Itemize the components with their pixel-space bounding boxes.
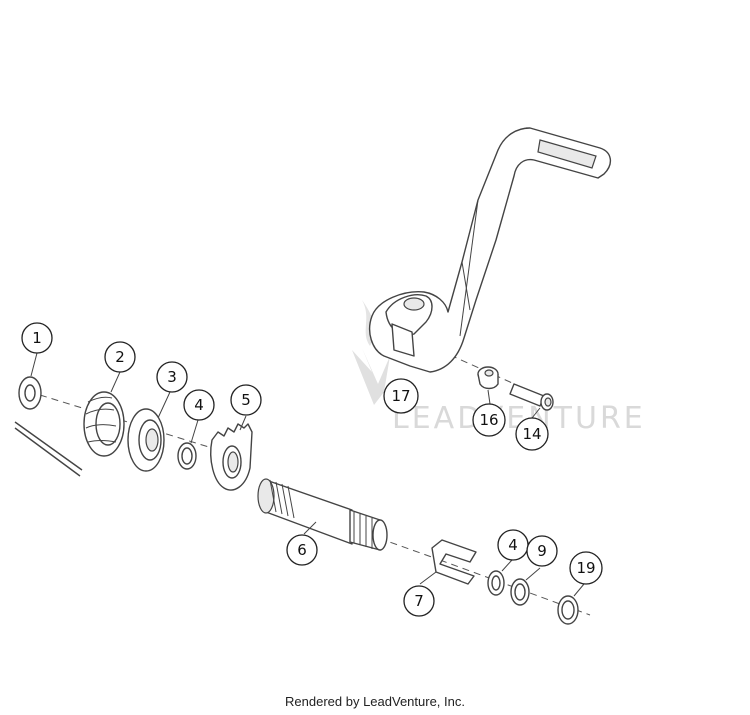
callout-14[interactable]: 14 <box>515 417 549 451</box>
callout-4b-label: 4 <box>508 536 518 554</box>
leader-4a <box>190 419 199 444</box>
callout-4b[interactable]: 4 <box>497 529 529 561</box>
callout-2-label: 2 <box>115 348 125 366</box>
part-washer-1 <box>18 376 42 410</box>
callout-16-label: 16 <box>479 411 498 429</box>
callout-16[interactable]: 16 <box>472 403 506 437</box>
callout-5-label: 5 <box>241 391 251 409</box>
callout-4a[interactable]: 4 <box>183 389 215 421</box>
callout-6-label: 6 <box>297 541 307 559</box>
part-washer-9 <box>510 578 530 606</box>
callout-9-label: 9 <box>537 542 547 560</box>
part-washer-4a <box>177 442 197 470</box>
callout-19[interactable]: 19 <box>569 551 603 585</box>
part-spring-2 <box>14 391 125 477</box>
leader-7 <box>419 571 437 585</box>
leader-4b <box>501 559 513 572</box>
part-bolt-14 <box>509 383 554 411</box>
callout-17[interactable]: 17 <box>383 378 419 414</box>
callout-3-label: 3 <box>167 368 177 386</box>
callout-5[interactable]: 5 <box>230 384 262 416</box>
leader-2 <box>110 371 121 393</box>
part-circlip-19 <box>557 595 579 625</box>
callout-1-label: 1 <box>32 329 42 347</box>
leader-9 <box>525 567 541 581</box>
leader-6 <box>303 521 317 535</box>
leader-3 <box>157 391 171 419</box>
footer-credit: Rendered by LeadVenture, Inc. <box>285 694 465 709</box>
callout-3[interactable]: 3 <box>156 361 188 393</box>
leader-14 <box>531 407 541 419</box>
callout-7-label: 7 <box>414 592 424 610</box>
leader-5 <box>239 415 247 431</box>
part-bracket-7 <box>431 539 477 585</box>
part-bushing-16 <box>477 366 499 390</box>
callout-2[interactable]: 2 <box>104 341 136 373</box>
part-spring-guide-3 <box>127 408 165 472</box>
leader-1 <box>30 352 38 377</box>
callout-6[interactable]: 6 <box>286 534 318 566</box>
callout-1[interactable]: 1 <box>21 322 53 354</box>
callout-19-label: 19 <box>576 559 595 577</box>
leader-19 <box>573 583 585 597</box>
callout-14-label: 14 <box>522 425 541 443</box>
part-washer-4b <box>487 570 505 596</box>
part-kick-gear-5 <box>210 423 253 491</box>
callout-9[interactable]: 9 <box>526 535 558 567</box>
callout-4a-label: 4 <box>194 396 204 414</box>
part-kick-shaft-6 <box>257 478 388 551</box>
callout-7[interactable]: 7 <box>403 585 435 617</box>
leader-16 <box>487 389 491 405</box>
callout-17-label: 17 <box>391 387 410 405</box>
axis-lever <box>449 354 551 401</box>
part-kick-lever-17 <box>368 127 611 373</box>
